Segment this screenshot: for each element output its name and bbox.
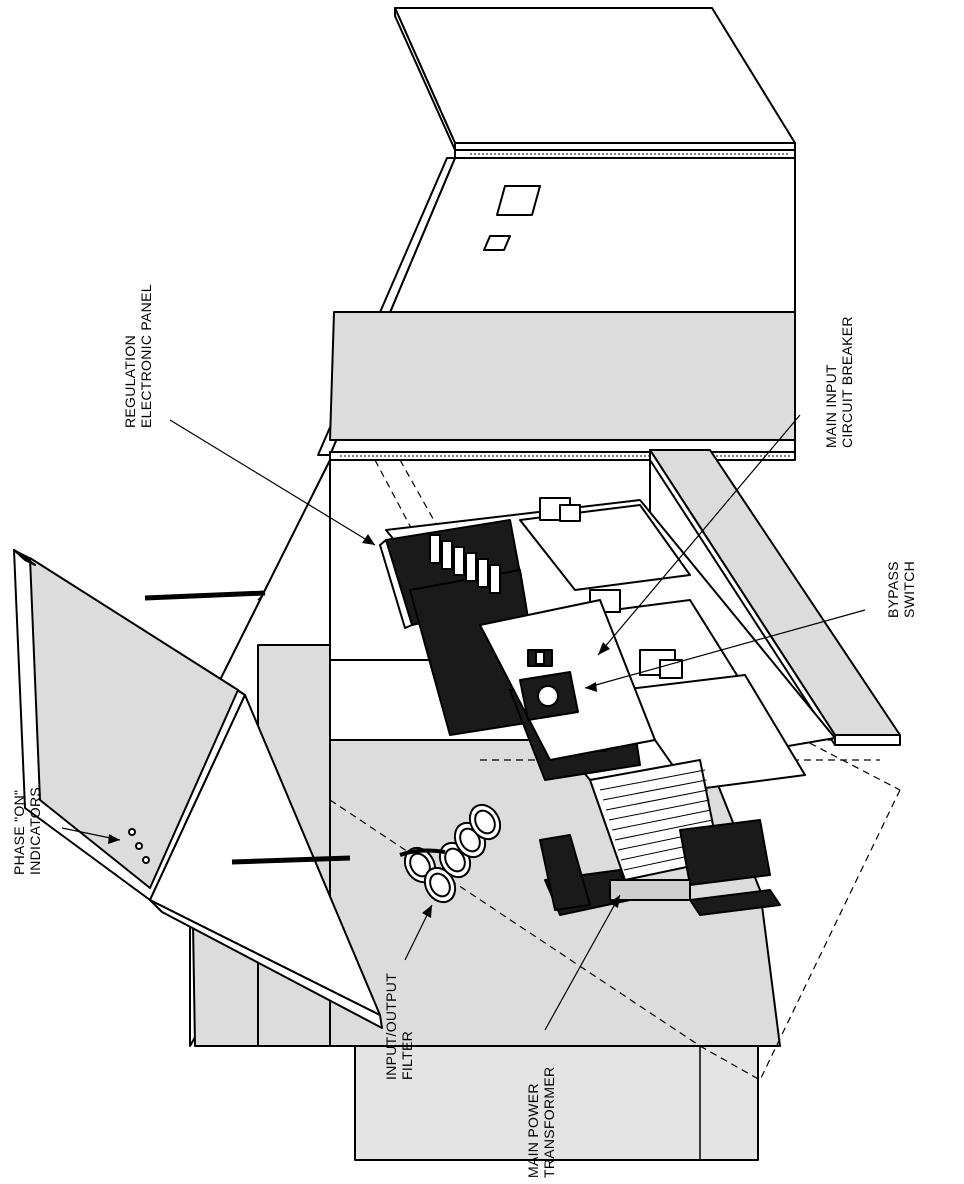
transformer-coil-line: [608, 799, 710, 821]
phase-indicator-1: [128, 828, 136, 836]
label-main-input-breaker: MAIN INPUT CIRCUIT BREAKER: [823, 316, 855, 448]
label-filter-line2: FILTER: [399, 1031, 415, 1080]
filter-capacitor: [468, 803, 502, 841]
transformer-coil-line: [611, 809, 712, 831]
label-regulation-panel-line1: REGULATION: [122, 335, 138, 428]
window-large: [496, 185, 541, 216]
transformer-coil-line: [605, 789, 709, 811]
phase-indicator-3: [142, 856, 150, 864]
terminal-block: [477, 558, 489, 588]
circuit-board-3: [619, 649, 806, 791]
label-regulation-panel: REGULATION ELECTRONIC PANEL: [122, 284, 154, 428]
hinge-top: [454, 149, 796, 159]
transformer-coil-line: [602, 779, 707, 801]
transformer-coil-line: [614, 819, 713, 841]
leader-lines: [61, 414, 866, 1031]
terminal-block: [429, 534, 441, 564]
main-power-transformer: [539, 759, 781, 916]
label-io-filter: INPUT/OUTPUT FILTER: [383, 973, 415, 1080]
filter-capacitor: [423, 866, 457, 904]
phase-indicator-2: [135, 842, 143, 850]
right-side-beam: [649, 449, 901, 746]
bypass-switch-knob: [537, 685, 559, 707]
circuit-board-1: [519, 497, 691, 591]
top-lid-panel: [394, 7, 796, 153]
terminal-block: [489, 564, 501, 594]
label-transformer-line2: TRANSFORMER: [541, 1067, 557, 1178]
transformer-coil-line: [599, 769, 706, 791]
label-bypass-line1: BYPASS: [885, 561, 901, 618]
label-bypass-line2: SWITCH: [901, 561, 917, 618]
terminal-block: [441, 540, 453, 570]
label-regulation-panel-line2: ELECTRONIC PANEL: [138, 284, 154, 428]
label-bypass-switch: BYPASS SWITCH: [885, 561, 917, 618]
label-filter-line1: INPUT/OUTPUT: [383, 973, 399, 1080]
label-breaker-line2: CIRCUIT BREAKER: [839, 316, 855, 448]
cable: [399, 848, 446, 857]
label-phase-line2: INDICATORS: [27, 787, 43, 875]
open-door: [13, 549, 383, 1029]
label-main-transformer: MAIN POWER TRANSFORMER: [525, 1067, 557, 1178]
label-phase-line1: PHASE "ON": [11, 790, 27, 875]
label-breaker-line1: MAIN INPUT: [823, 364, 839, 448]
input-output-filter: [403, 803, 502, 904]
terminal-block: [465, 552, 477, 582]
window-small: [483, 235, 511, 251]
terminal-block: [453, 546, 465, 576]
hinge-middle: [329, 451, 796, 461]
upper-door-panel: [317, 157, 796, 456]
label-transformer-line1: MAIN POWER: [525, 1083, 541, 1178]
label-phase-indicators: PHASE "ON" INDICATORS: [11, 787, 43, 875]
